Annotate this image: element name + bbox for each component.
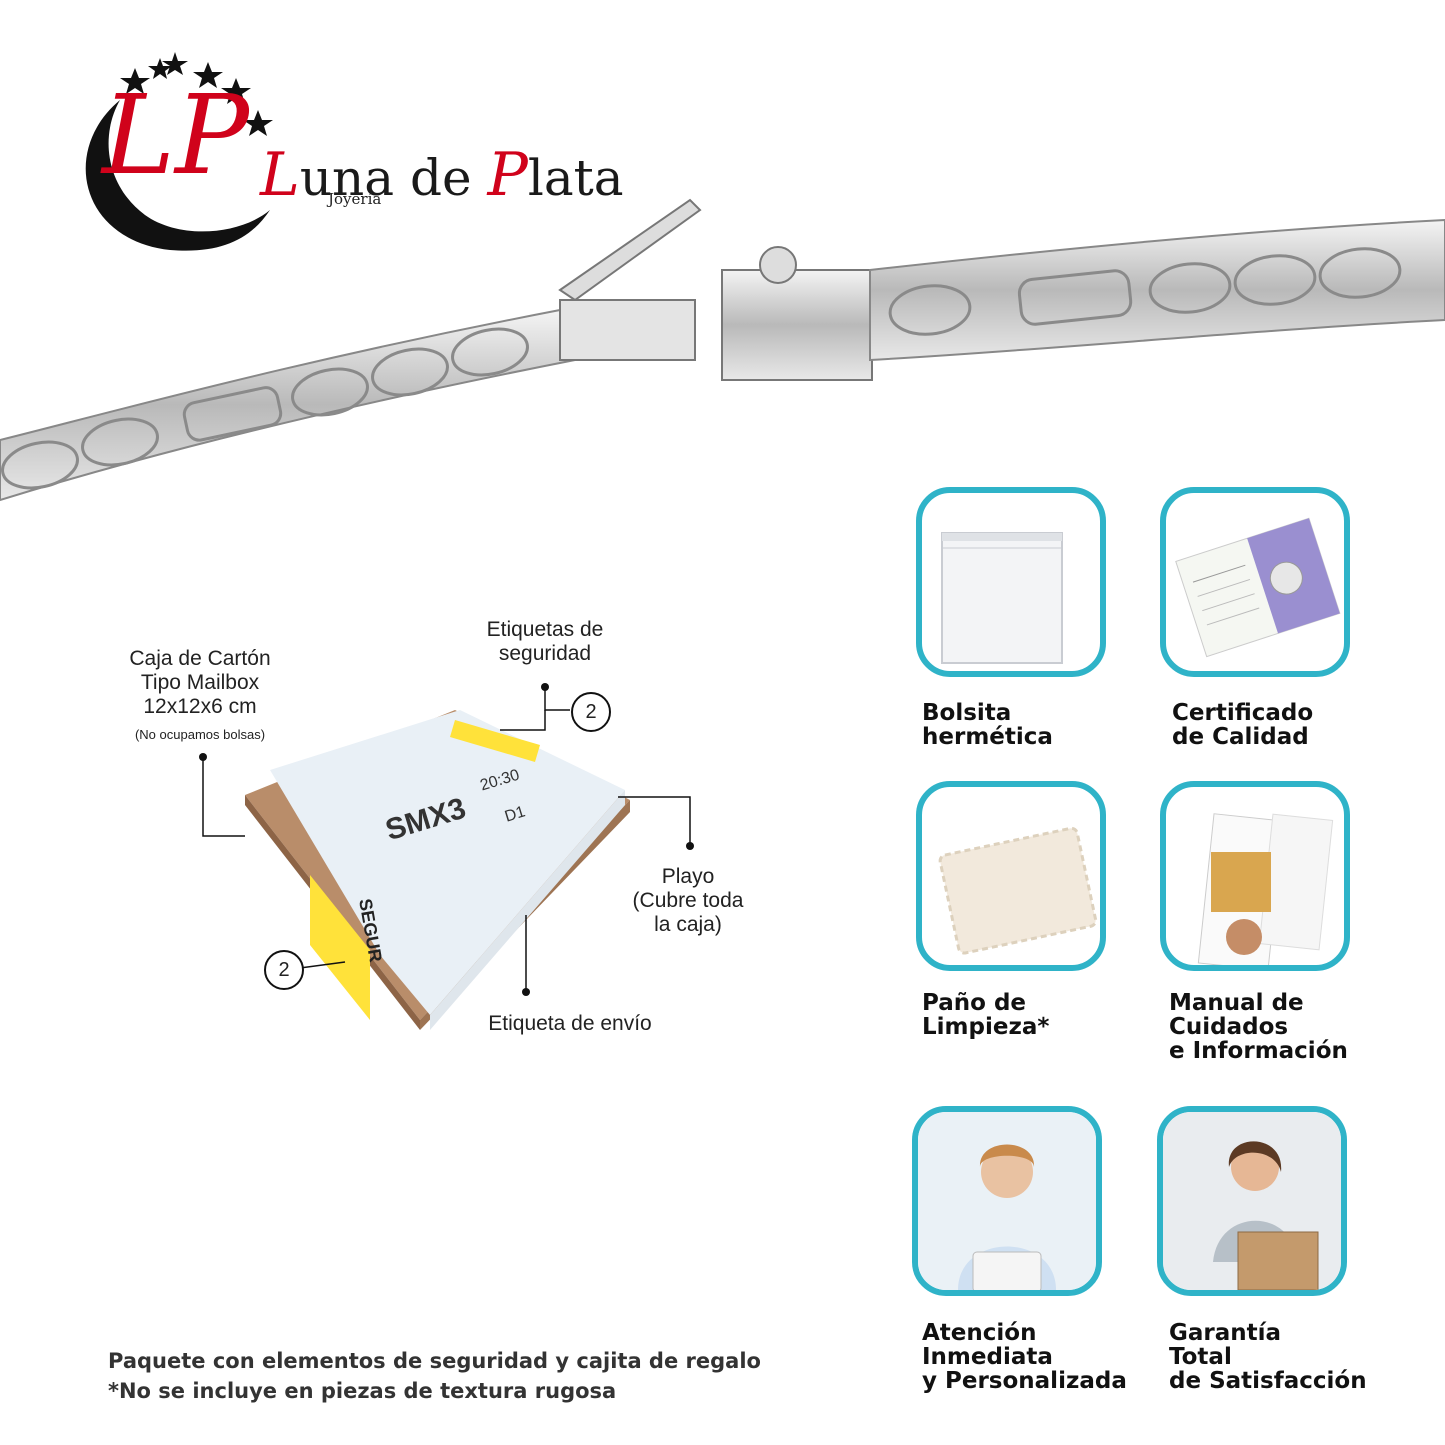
security-count-top-badge: 2 bbox=[571, 692, 611, 732]
wrap-label: Playo (Cubre toda la caja) bbox=[618, 865, 758, 937]
footer-note: Paquete con elementos de seguridad y caj… bbox=[108, 1346, 761, 1406]
box-note: (No ocupamos bolsas) bbox=[134, 727, 266, 742]
item-tile-support bbox=[912, 1106, 1102, 1296]
security-line-2: seguridad bbox=[498, 642, 592, 665]
brand-initial-p: P bbox=[487, 140, 528, 210]
security-label: Etiquetas de seguridad bbox=[470, 618, 620, 666]
wrap-line-2: (Cubre toda bbox=[632, 889, 744, 912]
silver-chain-image bbox=[0, 198, 1445, 502]
item-tile-manual bbox=[1160, 781, 1350, 971]
security-line-1: Etiquetas de bbox=[486, 618, 604, 641]
item-tile-guarantee bbox=[1157, 1106, 1347, 1296]
footer-line-1: Paquete con elementos de seguridad y caj… bbox=[108, 1349, 761, 1373]
item-label-guarantee-line-2: Total bbox=[1169, 1344, 1232, 1370]
item-label-cloth: Paño de Limpieza* bbox=[922, 991, 1049, 1039]
cloth-icon bbox=[938, 826, 1098, 955]
brand-logo: LP Luna de Plata Joyería bbox=[60, 40, 624, 270]
item-label-bag-line-2: hermética bbox=[922, 724, 1053, 750]
zip-bag-icon bbox=[941, 532, 1063, 664]
manual-icon bbox=[1197, 813, 1334, 965]
item-label-support: Atención Inmediata y Personalizada bbox=[922, 1321, 1127, 1393]
item-label-cloth-line-2: Limpieza* bbox=[922, 1014, 1050, 1040]
footer-line-2: *No se incluye en piezas de textura rugo… bbox=[108, 1379, 617, 1403]
item-label-guarantee: Garantía Total de Satisfacción bbox=[1169, 1321, 1367, 1393]
brand-name-part2: lata bbox=[527, 149, 624, 207]
brand-monogram: LP bbox=[102, 71, 250, 199]
item-label-manual-line-2: Cuidados bbox=[1169, 1014, 1289, 1040]
item-label-support-line-2: Inmediata bbox=[922, 1344, 1053, 1370]
brand-initial-l: L bbox=[260, 140, 300, 210]
brand-name: Luna de Plata bbox=[260, 140, 624, 210]
security-count-side-badge: 2 bbox=[264, 950, 304, 990]
item-label-certificate-line-2: de Calidad bbox=[1172, 724, 1309, 750]
wrap-line-1: Playo bbox=[661, 865, 715, 888]
item-label-support-line-3: y Personalizada bbox=[922, 1368, 1127, 1394]
happy-customer-icon bbox=[1163, 1112, 1341, 1290]
certificate-icon bbox=[1175, 517, 1341, 658]
shipping-label: Etiqueta de envío bbox=[488, 1012, 652, 1035]
brand-subtitle: Joyería bbox=[328, 190, 382, 208]
moon-stars-icon bbox=[85, 52, 273, 251]
box-type-line-3: 12x12x6 cm bbox=[143, 695, 257, 718]
wrap-line-3: la caja) bbox=[654, 913, 722, 936]
item-label-bag: Bolsita hermética bbox=[922, 701, 1053, 749]
item-label-support-line-1: Atención bbox=[922, 1320, 1037, 1346]
item-tile-bag bbox=[916, 487, 1106, 677]
brand-name-part1: una de bbox=[299, 149, 488, 207]
item-tile-certificate bbox=[1160, 487, 1350, 677]
item-label-certificate: Certificado de Calidad bbox=[1172, 701, 1313, 749]
item-label-certificate-line-1: Certificado bbox=[1172, 700, 1314, 726]
item-label-cloth-line-1: Paño de bbox=[922, 990, 1027, 1016]
box-type-line-2: Tipo Mailbox bbox=[140, 671, 260, 694]
item-label-guarantee-line-3: de Satisfacción bbox=[1169, 1368, 1367, 1394]
item-label-bag-line-1: Bolsita bbox=[922, 700, 1012, 726]
item-label-manual-line-3: e Información bbox=[1169, 1038, 1348, 1064]
item-label-manual: Manual de Cuidados e Información bbox=[1169, 991, 1348, 1063]
box-type-line-1: Caja de Cartón bbox=[129, 647, 271, 670]
item-tile-cloth bbox=[916, 781, 1106, 971]
item-label-guarantee-line-1: Garantía bbox=[1169, 1320, 1282, 1346]
item-label-manual-line-1: Manual de bbox=[1169, 990, 1304, 1016]
box-type-label: Caja de Cartón Tipo Mailbox 12x12x6 cm (… bbox=[100, 647, 300, 747]
shipping-box-image bbox=[245, 710, 630, 1030]
support-agent-icon bbox=[918, 1112, 1096, 1290]
